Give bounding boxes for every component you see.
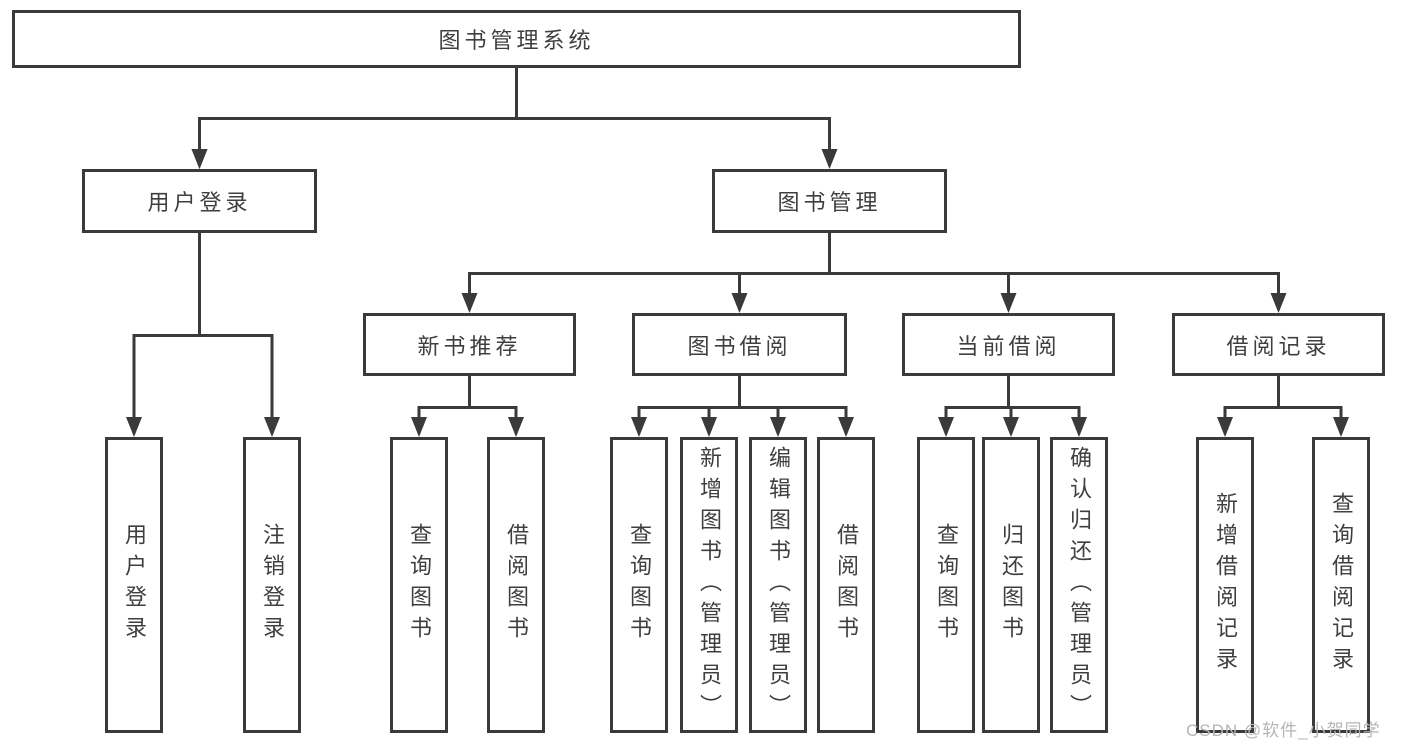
arrowhead-query-books-3 — [938, 417, 954, 437]
node-user-login: 用户登录 — [82, 169, 317, 233]
arrowhead-borrow-books-2 — [838, 417, 854, 437]
arrowhead-edit-books — [770, 417, 786, 437]
node-label: 注销登录 — [260, 523, 285, 647]
leaf-user-login: 用户登录 — [105, 437, 163, 733]
node-label: 编辑图书（管理员） — [766, 445, 791, 725]
node-label: 归还图书 — [999, 523, 1024, 647]
arrowhead-borrow-records — [1270, 293, 1287, 313]
node-borrow-records: 借阅记录 — [1172, 313, 1385, 376]
node-label: 新书推荐 — [417, 333, 522, 359]
leaf-edit-books-admin: 编辑图书（管理员） — [749, 437, 807, 733]
arrowhead-return-books — [1003, 417, 1019, 437]
leaf-add-books-admin: 新增图书（管理员） — [680, 437, 738, 733]
node-book-management-system: 图书管理系统 — [12, 10, 1021, 68]
node-current-borrowing: 当前借阅 — [902, 313, 1115, 376]
arrowhead-query-books-1 — [411, 417, 427, 437]
node-label: 查询图书 — [407, 523, 432, 647]
arrowhead-confirm-return — [1071, 417, 1087, 437]
connector-book-management-branch — [468, 272, 1280, 310]
arrowhead-add-books — [701, 417, 717, 437]
node-label: 当前借阅 — [956, 333, 1061, 359]
node-label: 查询借阅记录 — [1329, 492, 1354, 678]
arrowhead-borrow-books-1 — [508, 417, 524, 437]
connector-new-book-recommend-branch — [417, 406, 518, 434]
leaf-query-books-current: 查询图书 — [917, 437, 975, 733]
node-label: 借阅记录 — [1226, 333, 1331, 359]
node-label: 确认归还（管理员） — [1067, 445, 1092, 725]
arrowhead-user-login — [191, 149, 208, 169]
leaf-confirm-return-admin: 确认归还（管理员） — [1050, 437, 1108, 733]
node-label: 查询图书 — [934, 523, 959, 647]
node-book-borrowing: 图书借阅 — [632, 313, 847, 376]
connector-borrow-records-branch — [1223, 406, 1343, 434]
arrowhead-leaf-user-login — [126, 417, 142, 437]
node-label: 用户登录 — [147, 190, 252, 215]
leaf-add-borrow-record: 新增借阅记录 — [1196, 437, 1254, 733]
arrowhead-current-borrowing — [1000, 293, 1017, 313]
leaf-query-borrow-record: 查询借阅记录 — [1312, 437, 1370, 733]
connector-book-borrowing-branch — [637, 406, 848, 434]
node-label: 新增借阅记录 — [1213, 492, 1238, 678]
node-label: 用户登录 — [122, 523, 147, 647]
arrowhead-leaf-logout — [264, 417, 280, 437]
node-label: 图书管理 — [777, 190, 882, 215]
watermark-text: CSDN @软件_小贺同学 — [1186, 721, 1381, 740]
arrowhead-book-borrowing — [731, 293, 748, 313]
connector-root-branch — [198, 117, 831, 166]
arrowhead-query-borrow-record — [1333, 417, 1349, 437]
leaf-borrow-books-borrowing: 借阅图书 — [817, 437, 875, 733]
leaf-query-books-recommend: 查询图书 — [390, 437, 448, 733]
leaf-query-books-borrowing: 查询图书 — [610, 437, 668, 733]
arrowhead-add-borrow-record — [1217, 417, 1233, 437]
leaf-logout: 注销登录 — [243, 437, 301, 733]
node-new-book-recommend: 新书推荐 — [363, 313, 576, 376]
node-label: 借阅图书 — [504, 523, 529, 647]
node-label: 查询图书 — [627, 523, 652, 647]
node-book-management: 图书管理 — [712, 169, 947, 233]
arrowhead-query-books-2 — [631, 417, 647, 437]
arrowhead-book-management — [821, 149, 838, 169]
leaf-borrow-books-recommend: 借阅图书 — [487, 437, 545, 733]
node-label: 图书管理系统 — [438, 28, 595, 53]
node-label: 图书借阅 — [687, 333, 792, 359]
connector-user-login-branch — [132, 334, 274, 434]
arrowhead-new-book-recommend — [461, 293, 478, 313]
node-label: 借阅图书 — [834, 523, 859, 647]
node-label: 新增图书（管理员） — [697, 445, 722, 725]
leaf-return-books: 归还图书 — [982, 437, 1040, 733]
